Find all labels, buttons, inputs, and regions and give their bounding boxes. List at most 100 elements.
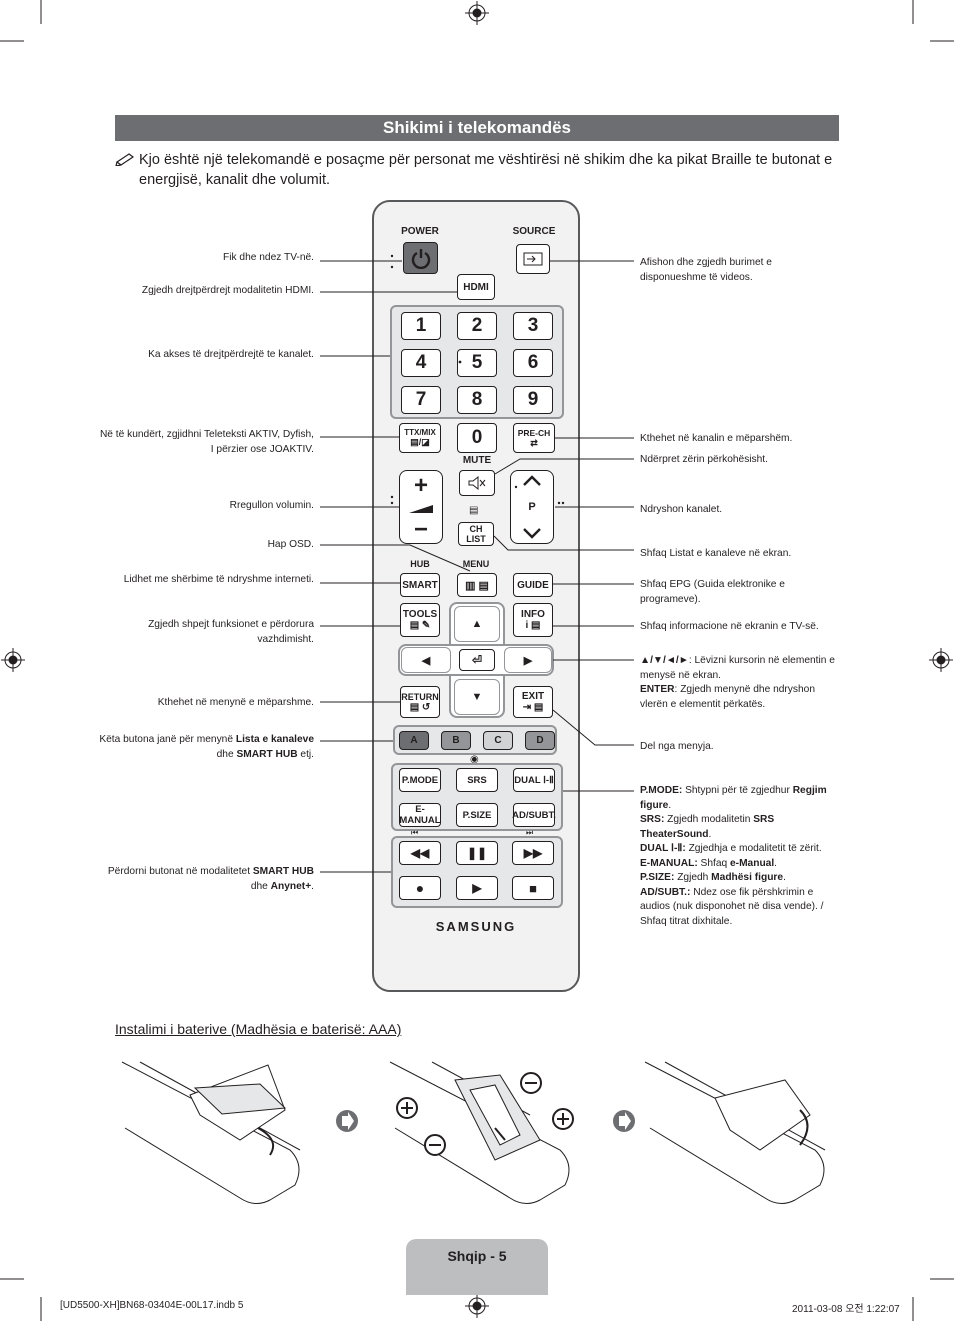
stop-button[interactable]: ■	[512, 876, 554, 900]
digit-9-button[interactable]: 9	[513, 386, 553, 414]
description-part: P.SIZE:	[640, 872, 675, 883]
annotation-left: Lidhet me shërbime të ndryshme interneti…	[123, 574, 314, 585]
left-button[interactable]: ◀	[401, 647, 451, 673]
annotation-right: Ndryshon kanalet.	[640, 504, 723, 515]
description-part: Zgjedh	[674, 872, 712, 883]
annotation-part: SMART HUB	[252, 866, 314, 877]
exit-button[interactable]: EXIT⇥ ▤	[513, 686, 553, 718]
power-button[interactable]	[403, 242, 438, 274]
footer-file: [UD5500-XH]BN68-03404E-00L17.indb 5	[60, 1300, 244, 1311]
ad-subt-button[interactable]: AD/SUBT.	[512, 803, 556, 827]
function-key-descriptions: P.MODE: Shtypni për të zgjedhur Regjim f…	[640, 784, 840, 929]
function-key-description: P.MODE: Shtypni për të zgjedhur Regjim f…	[640, 784, 840, 813]
description-part: Madhësi figure	[711, 872, 784, 883]
page-number-tab: Shqip - 5	[406, 1239, 548, 1295]
enter-button[interactable]: ⏎	[459, 649, 495, 671]
volume-up-icon: +	[413, 472, 428, 499]
dual-button[interactable]: DUAL Ⅰ-Ⅱ	[513, 768, 555, 792]
up-button[interactable]: ▲	[454, 606, 500, 642]
description-part: Zgjedh modalitetin	[664, 814, 754, 825]
annotation-right: Afishon dhe zgjedh burimet e disponueshm…	[640, 257, 772, 283]
exit-label: EXIT	[521, 691, 545, 702]
color-key-a-button[interactable]: A	[399, 731, 429, 750]
annotation-right: Shfaq Listat e kanaleve në ekran.	[640, 548, 792, 559]
rewind-icon: ◀◀	[410, 846, 430, 860]
battery-heading: Instalimi i baterive (Madhësia e bateris…	[115, 1021, 402, 1037]
annotation-part: SMART HUB	[236, 748, 298, 760]
description-part: .	[783, 872, 786, 883]
annotation-left: Përdorni butonat në modalitetet SMART HU…	[99, 865, 314, 894]
fast-forward-button[interactable]: ▶▶	[512, 841, 554, 865]
pause-button[interactable]: ❚❚	[456, 841, 498, 865]
return-button[interactable]: RETURN▤ ↺	[400, 686, 440, 718]
e-manual-button[interactable]: E-MANUAL	[399, 803, 441, 827]
annotation-part: Përdorni butonat në modalitetet	[107, 866, 253, 877]
annotation-part: Këta butona janë për menynë	[99, 734, 236, 745]
rewind-button[interactable]: ◀◀	[399, 841, 441, 865]
color-key-d-button[interactable]: D	[525, 731, 555, 750]
tools-button[interactable]: TOOLS▤ ✎	[400, 603, 440, 637]
menu-icon: ▥ ▤	[465, 579, 489, 592]
digit-4-button[interactable]: 4	[401, 349, 441, 377]
mute-button[interactable]	[459, 470, 495, 496]
right-arrow-icon: ▶	[523, 654, 533, 667]
annotation-right: Shfaq EPG (Guida elektronike e programev…	[640, 579, 785, 605]
p-mode-button[interactable]: P.MODE	[399, 768, 441, 792]
pencil-note-icon	[115, 150, 137, 172]
annotation-right: Kthehet në kanalin e mëparshëm.	[640, 433, 793, 444]
function-key-description: AD/SUBT.: Ndez ose fik përshkrimin e aud…	[640, 886, 840, 930]
source-button[interactable]	[516, 244, 550, 274]
record-button[interactable]: ●	[399, 876, 441, 900]
ch-list-button[interactable]: CH LIST	[458, 522, 494, 546]
play-icon: ▶	[472, 881, 482, 895]
source-icon	[523, 252, 543, 266]
smart-hub-button[interactable]: SMART	[400, 573, 440, 597]
guide-button[interactable]: GUIDE	[513, 573, 553, 597]
digit-2-button[interactable]: 2	[457, 312, 497, 340]
enter-icon: ⏎	[471, 653, 483, 667]
digit-7-button[interactable]: 7	[401, 386, 441, 414]
digit-8-button[interactable]: 8	[457, 386, 497, 414]
pause-icon: ❚❚	[466, 846, 488, 860]
volume-rocker[interactable]: + −	[399, 470, 443, 544]
menu-button[interactable]: ▥ ▤	[457, 573, 497, 597]
digit-5-button[interactable]: 5	[457, 349, 497, 377]
function-key-description: SRS: Zgjedh modalitetin SRS TheaterSound…	[640, 813, 840, 842]
description-part: .	[774, 857, 778, 869]
right-button[interactable]: ▶	[504, 647, 552, 673]
channel-up-icon	[523, 475, 541, 486]
annotation-part: dhe	[216, 748, 237, 760]
mute-label: MUTE	[462, 455, 492, 466]
play-button[interactable]: ▶	[456, 876, 498, 900]
description-part: .	[708, 828, 712, 840]
channel-rocker[interactable]: P	[510, 470, 554, 544]
description-part: e-Manual	[730, 857, 775, 869]
p-size-button[interactable]: P.SIZE	[456, 803, 498, 827]
arrow-circle-icon	[336, 1110, 635, 1132]
description-part: E-MANUAL:	[640, 857, 698, 869]
annotation-right: Del nga menyja.	[640, 741, 714, 752]
description-part: DUAL Ⅰ-Ⅱ:	[640, 843, 686, 854]
down-button[interactable]: ▼	[454, 679, 500, 715]
annotation-left: Zgjedh drejtpërdrejt modalitetin HDMI.	[141, 285, 314, 296]
samsung-logo: SAMSUNG	[435, 919, 517, 934]
pre-ch-label: PRE-CH	[517, 427, 551, 438]
annotation-left: Rregullon volumin.	[229, 500, 314, 511]
pre-ch-button[interactable]: PRE-CH⇄	[513, 423, 555, 453]
digit-3-button[interactable]: 3	[513, 312, 553, 340]
description-part: SRS TheaterSound	[640, 814, 775, 840]
color-key-c-button[interactable]: C	[483, 731, 513, 750]
hdmi-button[interactable]: HDMI	[457, 274, 495, 300]
srs-button[interactable]: SRS	[456, 768, 498, 792]
footer-date: 2011-03-08 오전 1:22:07	[792, 1304, 900, 1315]
ttx-mix-button[interactable]: TTX/MIX▤/◪	[399, 423, 441, 453]
digit-6-button[interactable]: 6	[513, 349, 553, 377]
color-key-b-button[interactable]: B	[441, 731, 471, 750]
digit-0-button[interactable]: 0	[457, 423, 497, 453]
digit-1-button[interactable]: 1	[401, 312, 441, 340]
up-arrow-icon: ▲	[471, 618, 483, 630]
